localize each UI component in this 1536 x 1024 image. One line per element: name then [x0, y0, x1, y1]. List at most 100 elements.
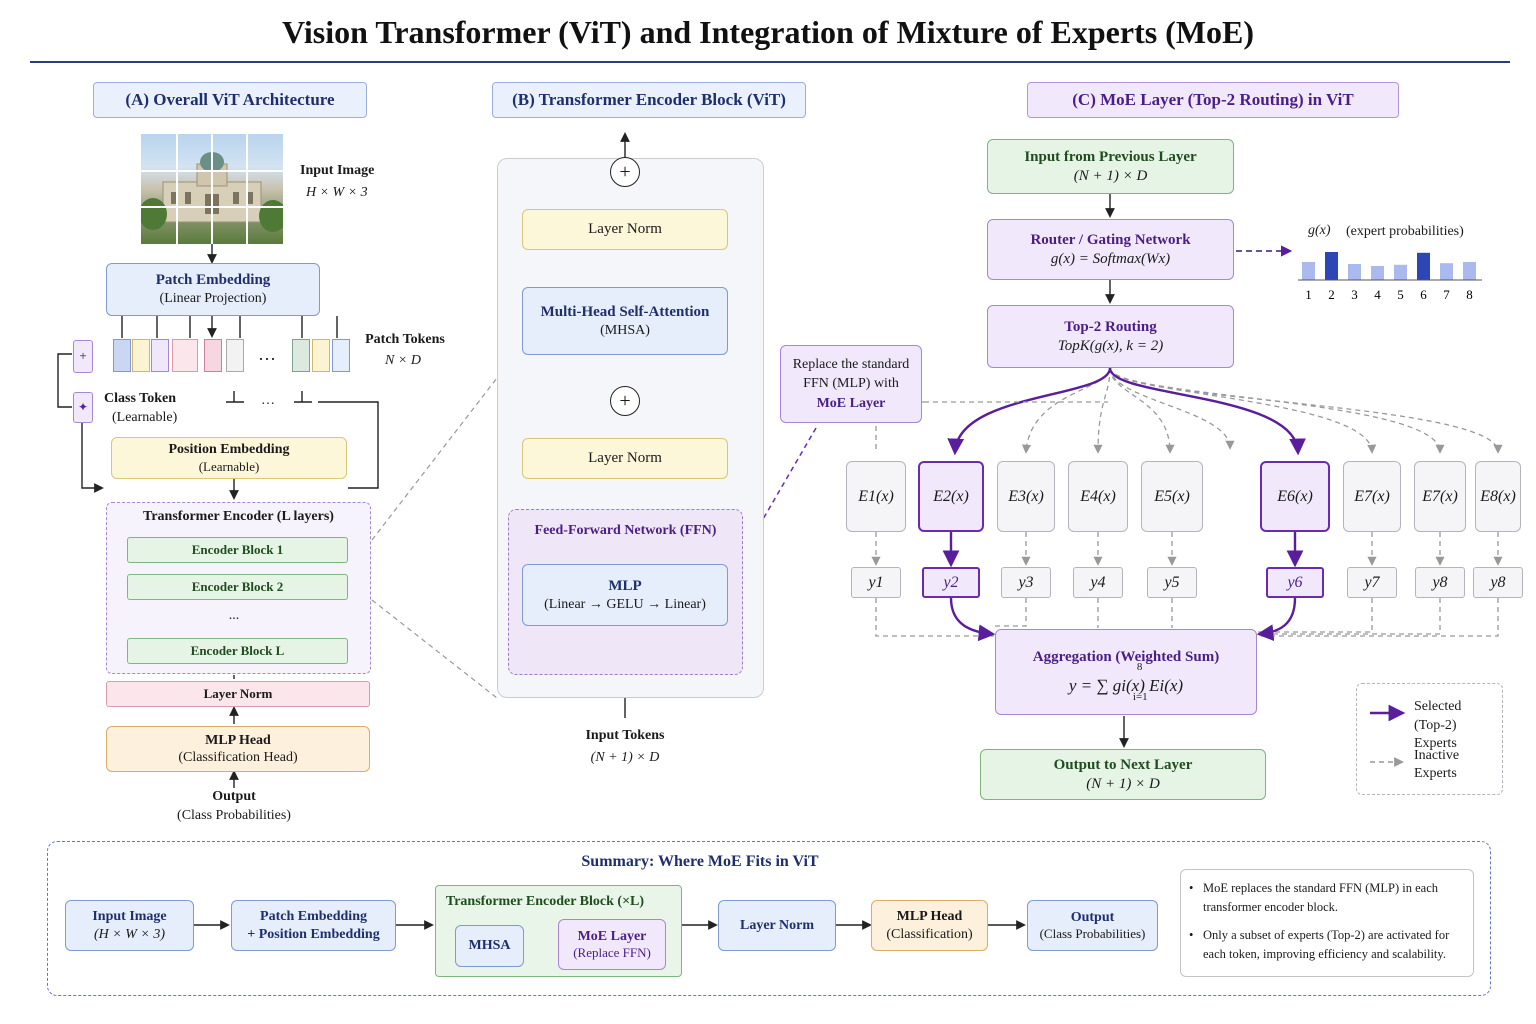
summary-patch-embed: Patch Embedding + Position Embedding [231, 900, 396, 951]
summary-bullet-1-text: MoE replaces the standard FFN (MLP) in e… [1203, 881, 1439, 915]
class-token-sub: (Learnable) [112, 410, 178, 425]
expert-output: y8 [1415, 567, 1465, 598]
prob-bar-5 [1394, 264, 1407, 280]
panel-a-arrows [57, 244, 379, 788]
summary-panel [47, 841, 1491, 996]
patch-token [204, 339, 222, 372]
prob-bar-3 [1348, 264, 1361, 280]
expert-box: E8(x) [1475, 461, 1521, 532]
output-next-title: Output to Next Layer [1053, 756, 1193, 773]
expert-box: E3(x) [997, 461, 1055, 532]
patch-token [292, 339, 310, 372]
panel-c-header: (C) MoE Layer (Top-2 Routing) in ViT [1027, 82, 1399, 118]
replace-note-line-1: Replace the standard [792, 356, 910, 372]
prob-tick-7: 7 [1443, 287, 1450, 302]
class-token-label: Class Token [104, 391, 176, 406]
expert-box: E7(x) [1414, 461, 1466, 532]
legend [1356, 683, 1503, 795]
patch-embedding-title: Patch Embedding [155, 272, 271, 289]
legend-inactive-2: Experts [1414, 766, 1457, 781]
replace-note-line-3: MoE Layer [816, 395, 886, 411]
sum-lower: i=1 [1132, 690, 1148, 703]
summary-bullet-2-text: Only a subset of experts (Top-2) are act… [1203, 927, 1450, 962]
router-title: Router / Gating Network [1030, 231, 1191, 248]
summary-input-image-title: Input Image [92, 909, 167, 924]
patch-token [151, 339, 169, 372]
prob-bar-2 [1325, 252, 1338, 280]
aggregation-formula: y = ∑ gi(x) Ei(x) 8 i=1 [1068, 661, 1184, 703]
summary-input-image: Input Image (H × W × 3) [65, 900, 194, 951]
prob-tick-2: 2 [1328, 287, 1335, 302]
output-sub-a: (Class Probabilities) [177, 808, 291, 823]
panel-a-header: (A) Overall ViT Architecture [93, 82, 367, 118]
prob-tick-6: 6 [1420, 287, 1427, 302]
replace-note: Replace the standard FFN (MLP) with MoE … [780, 345, 922, 423]
expert-output: y8 [1473, 567, 1523, 598]
router-formula: g(x) = Softmax(Wx) [1050, 250, 1171, 267]
panel-c-arrows [1105, 194, 1129, 748]
layer-norm-a: Layer Norm [106, 681, 370, 707]
building-image [141, 134, 283, 244]
prob-bar-6 [1417, 252, 1430, 280]
gx-label: g(x) [1308, 223, 1331, 238]
expert-box: E1(x) [846, 461, 906, 532]
patch-token [132, 339, 150, 372]
prob-bar-7 [1440, 263, 1453, 280]
patch-tokens-dims: N × D [385, 353, 421, 368]
summary-mlp-title: MLP Head [896, 909, 963, 924]
sum-upper: 8 [1136, 660, 1143, 673]
mlp-sub-b: (Linear → GELU → Linear) [544, 596, 706, 612]
patch-ellipsis: … [258, 344, 276, 364]
summary-bullet-2: •Only a subset of experts (Top-2) are ac… [1189, 926, 1463, 965]
ffn-title: Feed-Forward Network (FFN) [534, 523, 717, 538]
expert-box: E4(x) [1068, 461, 1128, 532]
prob-tick-3: 3 [1351, 287, 1358, 302]
patch-embedding-box: Patch Embedding (Linear Projection) [106, 263, 320, 316]
position-embedding-box: Position Embedding (Learnable) [111, 437, 347, 479]
aggregation-box: Aggregation (Weighted Sum) y = ∑ gi(x) E… [995, 629, 1257, 715]
residual-add-top: + [610, 157, 640, 187]
prob-bar-4 [1371, 266, 1384, 280]
mlp-box-b: MLP (Linear → GELU → Linear) [522, 564, 728, 626]
plus-token: + [73, 340, 93, 373]
output-next-dims: (N + 1) × D [1086, 775, 1160, 792]
input-prev-box: Input from Previous Layer (N + 1) × D [987, 139, 1234, 194]
expert-output: y7 [1347, 567, 1397, 598]
position-embedding-title: Position Embedding [168, 442, 290, 458]
mhsa-box: Multi-Head Self-Attention (MHSA) [522, 287, 728, 355]
aggregation-title: Aggregation (Weighted Sum) [1032, 649, 1220, 665]
prob-tick-5: 5 [1397, 287, 1404, 302]
input-image-label: Input Image [300, 163, 375, 178]
input-image-dims: H × W × 3 [306, 185, 368, 200]
mlp-head-title: MLP Head [205, 732, 271, 748]
token-ellipsis: … [261, 393, 275, 408]
encoder-ellipsis: ... [228, 608, 240, 623]
summary-mlp-sub: (Classification) [886, 926, 973, 942]
input-tokens-dims: (N + 1) × D [590, 750, 660, 765]
mlp-head-sub: (Classification Head) [178, 750, 298, 765]
patch-token [172, 339, 198, 372]
summary-moe-sub: (Replace FFN) [573, 945, 651, 961]
summary-patch-embed-1: Patch Embedding [260, 909, 367, 924]
prob-bar-1 [1302, 262, 1315, 280]
panel-b-header: (B) Transformer Encoder Block (ViT) [492, 82, 806, 118]
expert-output: y5 [1147, 567, 1197, 598]
replace-note-line-2: FFN (MLP) with [803, 376, 899, 392]
output-label-a: Output [212, 789, 256, 804]
aggregation-formula-text: y = ∑ gi(x) Ei(x) [1068, 675, 1184, 695]
expert-output: y2 [922, 567, 980, 598]
summary-moe-layer: MoE Layer (Replace FFN) [558, 919, 666, 970]
top2-box: Top-2 Routing TopK(g(x), k = 2) [987, 305, 1234, 368]
expert-output: y1 [851, 567, 901, 598]
gx-sub: (expert probabilities) [1346, 224, 1464, 239]
mlp-head-box: MLP Head (Classification Head) [106, 726, 370, 772]
encoder-block-2: Encoder Block 2 [127, 574, 348, 600]
summary-title: Summary: Where MoE Fits in ViT [581, 853, 819, 870]
expert-output: y6 [1266, 567, 1324, 598]
input-image [141, 134, 283, 244]
summary-mlp-head: MLP Head (Classification) [871, 900, 988, 951]
router-box: Router / Gating Network g(x) = Softmax(W… [987, 219, 1234, 280]
legend-selected-2: (Top-2) Experts [1414, 718, 1457, 752]
summary-patch-embed-2: + Position Embedding [247, 926, 380, 942]
